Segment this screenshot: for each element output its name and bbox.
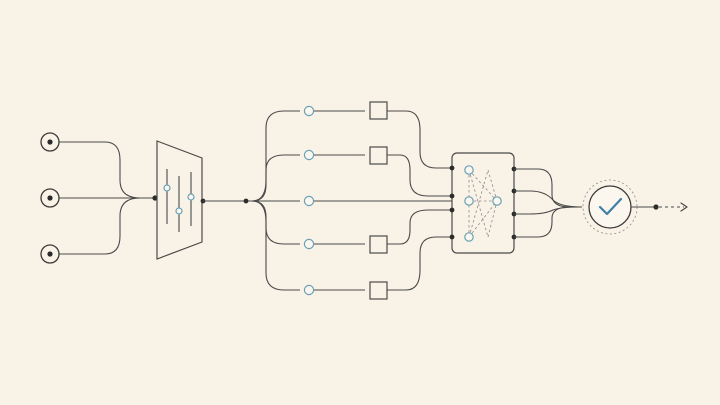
branch-square [369,281,388,300]
arrow-right-icon [680,202,688,212]
branch-node [303,105,315,117]
branch-5 [303,236,452,300]
input-port-1 [40,132,60,152]
mixer-block [156,140,203,260]
branch-1 [303,101,452,169]
hub-input-dots [449,165,455,240]
branch-node [303,195,315,207]
slider-controls-icon [163,169,195,232]
input-ports [40,132,60,264]
output-connector [631,202,688,212]
branch-node [303,149,315,161]
branch-fanout [251,110,300,291]
checkmark-icon [598,197,623,216]
mixer-output [200,198,256,204]
result-check [582,179,638,235]
branch-4 [303,209,452,254]
branch-node [303,284,315,296]
input-junction [152,195,158,201]
input-port-2 [40,188,60,208]
branch-square [369,146,388,165]
branch-node [303,238,315,250]
branch-2 [303,146,452,197]
input-port-3 [40,244,60,264]
branch-square [369,235,388,254]
input-wires [59,141,155,255]
hub-block [449,152,517,254]
network-mesh-icon [464,165,502,242]
hub-output-wires [514,168,583,238]
branch-square [369,101,388,120]
branch-3 [303,195,452,207]
